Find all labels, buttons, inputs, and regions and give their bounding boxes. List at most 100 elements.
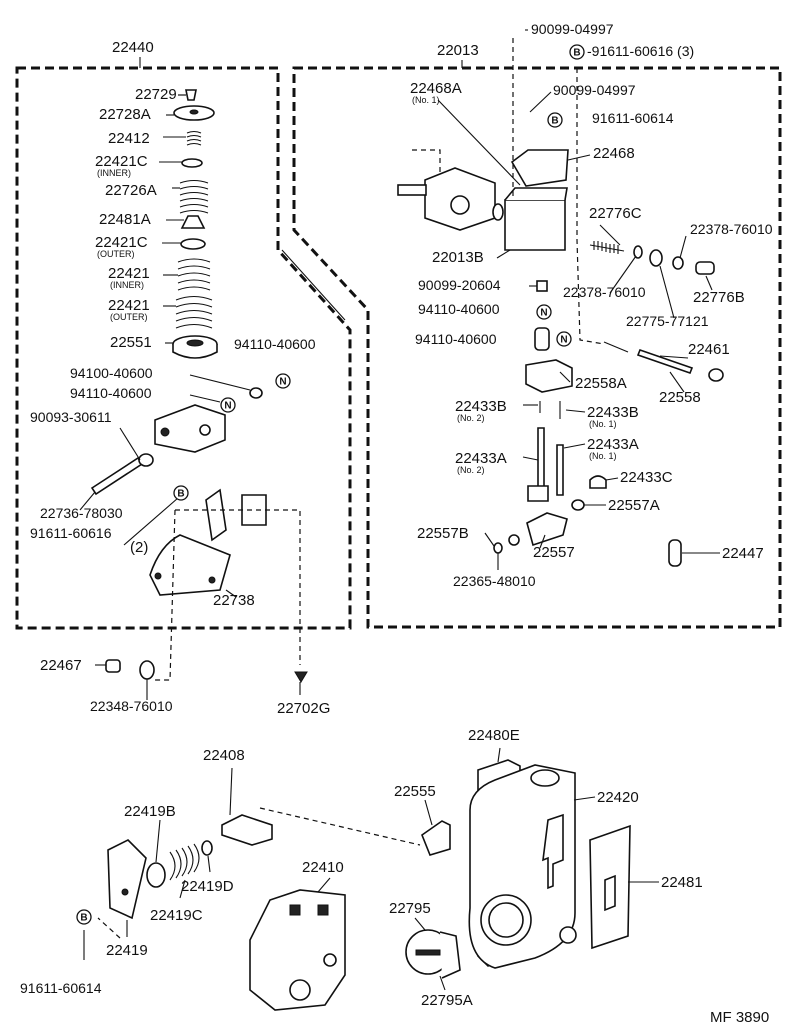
part-label-91611-60614-r: 91611-60614 — [592, 110, 674, 126]
part-22447-pin — [668, 539, 682, 567]
dashed-connections — [97, 38, 605, 939]
part-90099-20604-nut — [536, 280, 548, 292]
part-22775-77121-washer — [633, 245, 715, 275]
part-label-22558: 22558 — [659, 389, 701, 406]
part-label-22348-76010: 22348-76010 — [90, 698, 173, 714]
part-22558A-spring — [603, 341, 629, 353]
part-label-22420: 22420 — [597, 789, 639, 806]
part-label-22419C: 22419C — [150, 907, 203, 924]
part-22467-plug — [105, 659, 121, 673]
part-22419D-washer — [201, 840, 213, 856]
badge-n2: N — [220, 397, 236, 413]
part-label-22738: 22738 — [213, 592, 255, 609]
part-label-22551: 22551 — [110, 334, 152, 351]
part-sublabel-22433B-2: (No. 2) — [457, 413, 485, 423]
part-label-22557A: 22557A — [608, 497, 660, 514]
leader-lines — [79, 29, 720, 991]
part-label-22378-76010: 22378-76010 — [563, 284, 646, 300]
part-label-22447: 22447 — [722, 545, 764, 562]
part-label-22421C-inner: 22421C — [95, 153, 148, 170]
part-22795-cap — [405, 929, 461, 979]
part-22433-springs-rods — [527, 401, 564, 502]
part-label-22776C: 22776C — [589, 205, 642, 222]
part-label-22558A: 22558A — [575, 375, 627, 392]
part-22728A-seat — [173, 105, 215, 121]
part-90093-30611-bolt — [90, 387, 263, 496]
part-label-94110-40600-a: 94110-40600 — [234, 336, 316, 352]
part-label-22728A: 22728A — [99, 106, 151, 123]
part-label-22440: 22440 — [112, 39, 154, 56]
part-label-90093-30611: 90093-30611 — [30, 409, 112, 425]
part-22421-outer-spring — [175, 295, 213, 329]
part-22702G-key — [294, 671, 308, 683]
part-22738-bracket — [149, 488, 267, 596]
part-label-22775-77121: 22775-77121 — [626, 313, 709, 329]
part-22557A-screw — [571, 499, 585, 511]
part-22408-bracket — [221, 814, 273, 846]
part-22348-76010-washer — [139, 660, 155, 680]
part-label-22013B: 22013B — [432, 249, 484, 266]
group-box-22013 — [292, 60, 782, 629]
badge-circle — [76, 909, 92, 925]
badge-letter: B — [80, 913, 87, 924]
part-label-22412: 22412 — [108, 130, 150, 147]
group-box-inner-edge — [281, 249, 346, 321]
badge-letter: N — [560, 335, 567, 346]
part-label-22481A: 22481A — [99, 211, 151, 228]
part-label-94110-40600-c: 94110-40600 — [418, 301, 500, 317]
badge-b-l: B — [173, 485, 189, 501]
part-label-94110-40600-d: 94110-40600 — [415, 331, 497, 347]
part-sublabel-22433B-1: (No. 1) — [589, 419, 617, 429]
part-sublabel-22468A: (No. 1) — [412, 95, 440, 105]
part-22551-cup — [172, 335, 218, 359]
part-22410-governor — [249, 889, 346, 1011]
part-sublabel-22421-outer: (OUTER) — [110, 312, 148, 322]
part-label-22736-78030: 22736-78030 — [40, 505, 123, 521]
part-label-22468A: 22468A — [410, 80, 462, 97]
part-label-90099-04997-top: 90099-04997 — [531, 21, 614, 37]
badge-letter: B — [573, 48, 580, 59]
badge-b-r: B — [547, 112, 563, 128]
part-label-22421-outer: 22421 — [108, 297, 150, 314]
badge-n3: N — [536, 304, 552, 320]
part-label-22433B-1: 22433B — [587, 404, 639, 421]
part-label-22408: 22408 — [203, 747, 245, 764]
part-22419-lever — [107, 839, 147, 920]
badge-letter: N — [540, 308, 547, 319]
part-sublabel-22433A-2: (No. 2) — [457, 465, 485, 475]
badge-n1: N — [275, 373, 291, 389]
badge-circle — [569, 44, 585, 60]
part-sublabel-22421-inner: (INNER) — [110, 280, 144, 290]
badge-letter: N — [279, 377, 286, 388]
badge-b-top: B — [569, 44, 585, 60]
part-22421C-outer-ring — [180, 238, 206, 250]
part-label-22433C: 22433C — [620, 469, 673, 486]
part-label-22419B: 22419B — [124, 803, 176, 820]
part-label-22557B: 22557B — [417, 525, 469, 542]
part-22557-lever — [493, 512, 568, 554]
part-22412-spring — [186, 130, 202, 146]
part-22776C-spring — [589, 241, 625, 254]
part-22419C-spring — [169, 843, 200, 881]
part-label-90099-20604: 90099-20604 — [418, 277, 501, 293]
badge-circle — [173, 485, 189, 501]
part-label-22421C-outer: 22421C — [95, 234, 148, 251]
part-label-22776B: 22776B — [693, 289, 745, 306]
part-label-22795A: 22795A — [421, 992, 473, 1009]
part-lever-bracket — [154, 404, 226, 453]
part-block — [525, 359, 573, 393]
part-label-22421-inner: 22421 — [108, 265, 150, 282]
part-label-22480E: 22480E — [468, 727, 520, 744]
part-22481-gasket — [589, 824, 631, 950]
part-label-22729: 22729 — [135, 86, 177, 103]
part-22421C-inner-ring — [181, 158, 203, 168]
part-22461-cap — [708, 368, 724, 382]
part-22433C-cap — [589, 475, 607, 489]
part-22481A-retainer — [180, 215, 206, 229]
part-label-22795: 22795 — [389, 900, 431, 917]
badge-circle — [556, 331, 572, 347]
badge-circle — [536, 304, 552, 320]
part-label-22467: 22467 — [40, 657, 82, 674]
